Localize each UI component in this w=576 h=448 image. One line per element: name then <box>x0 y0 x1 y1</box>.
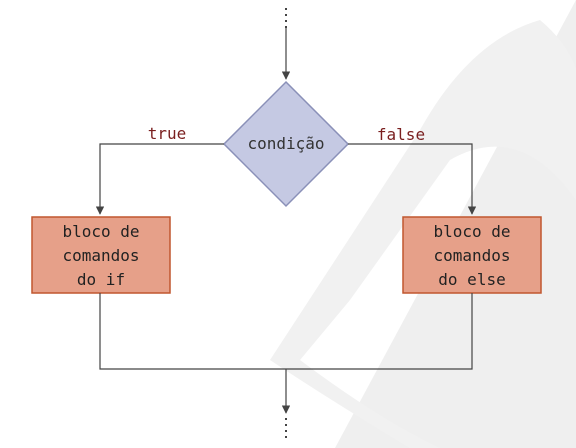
else-block-line-3: do else <box>438 270 505 289</box>
false-branch-connector <box>348 143 477 215</box>
true-branch-connector <box>95 143 224 215</box>
else-block-box <box>402 216 542 294</box>
true-branch-label: true <box>148 124 187 143</box>
else-block-line-1: bloco de <box>433 222 510 241</box>
if-block-line-2: comandos <box>62 246 139 265</box>
merge-connector <box>99 293 473 440</box>
if-block-line-3: do if <box>77 270 125 289</box>
false-branch-label: false <box>377 125 425 144</box>
condition-diamond <box>222 80 350 208</box>
else-block-line-2: comandos <box>433 246 510 265</box>
condition-label: condição <box>247 134 324 153</box>
if-block-box <box>31 216 171 294</box>
if-block-line-1: bloco de <box>62 222 139 241</box>
